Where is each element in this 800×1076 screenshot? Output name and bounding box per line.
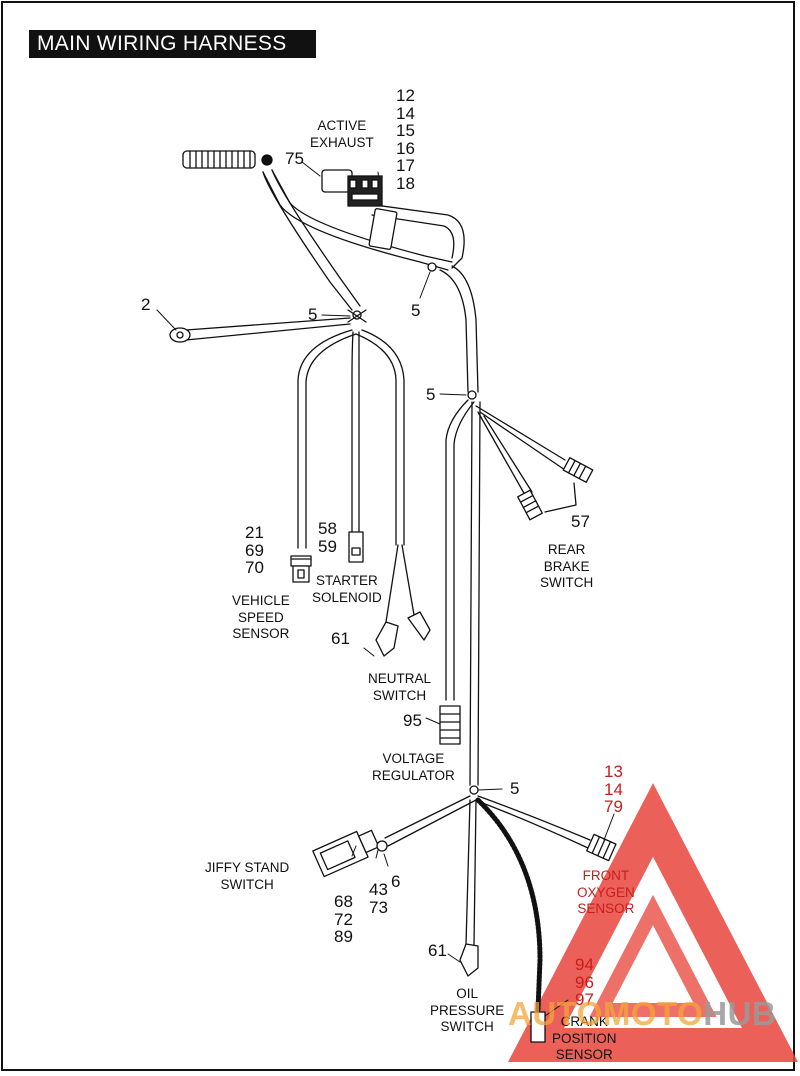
watermark-triangle (507, 783, 799, 1062)
callout-jiffy-parts-b: 43 73 (369, 880, 388, 917)
callout-front-o2-parts: 13 14 79 (604, 762, 623, 816)
branch-vss (297, 329, 353, 549)
rear-brake-connector-a (562, 457, 594, 483)
callout-jiffy-part-c: 6 (391, 872, 401, 891)
label-jiffy-stand-switch: JIFFY STAND SWITCH (205, 860, 290, 892)
label-vehicle-speed-sensor: VEHICLE SPEED SENSOR (232, 593, 290, 641)
ground-wire (185, 317, 351, 331)
label-front-oxygen-sensor: FRONT OXYGEN SENSOR (577, 868, 635, 916)
title-banner: MAIN WIRING HARNESS (29, 30, 316, 58)
callout-crank-parts: 94 96 97 (575, 955, 594, 1009)
branch-neutral (355, 333, 397, 546)
clip-upper-right (427, 262, 437, 272)
branch-crank (475, 797, 543, 1013)
jiffy-connector (312, 829, 380, 878)
callout-active-exhaust-parts: 12 14 15 16 17 18 (396, 86, 415, 193)
branch-brake-b (477, 411, 526, 496)
branch-oil-pressure (465, 799, 471, 946)
clip-middle (467, 390, 477, 400)
trunk-right (439, 269, 469, 393)
callout-clip-upper-left: 5 (308, 305, 318, 324)
branch-voltage-reg (445, 399, 469, 701)
branch-jiffy (384, 795, 471, 839)
branch-brake-a (475, 405, 566, 461)
rear-brake-connector-b (517, 489, 543, 521)
branch-starter (351, 331, 354, 533)
callout-rear-brake-part: 57 (571, 512, 590, 531)
callout-ground-ring: 75 (285, 149, 304, 168)
callout-voltage-reg-part: 95 (403, 711, 422, 730)
label-voltage-regulator: VOLTAGE REGULATOR (372, 751, 455, 783)
callout-ring-terminal: 2 (141, 295, 151, 314)
clip-lower (469, 785, 479, 795)
voltage-reg-connector (439, 705, 461, 745)
label-crank-position-sensor: CRANK POSITION SENSOR (552, 1014, 617, 1062)
harness-top-end (182, 150, 273, 169)
label-neutral-switch: NEUTRAL SWITCH (368, 671, 432, 703)
callout-clip-middle: 5 (426, 385, 436, 404)
starter-connector (348, 531, 364, 563)
callout-clip-upper-right: 5 (411, 301, 421, 320)
neutral-boot-a (375, 621, 399, 657)
crank-connector (530, 1011, 546, 1043)
front-o2-connector (586, 833, 617, 862)
watermark-logo: AUTOMOTOHUB (508, 995, 777, 1032)
page-title: MAIN WIRING HARNESS (37, 32, 287, 55)
active-exhaust-connector (321, 169, 383, 207)
trunk-lower (469, 401, 473, 786)
callout-neutral-part: 61 (331, 629, 350, 648)
leader-lines (156, 161, 615, 1017)
label-starter-solenoid: STARTER SOLENOID (312, 573, 382, 605)
label-rear-brake-switch: REAR BRAKE SWITCH (540, 542, 594, 590)
trunk-upper (262, 171, 449, 271)
branch-left (262, 171, 353, 311)
callout-starter-parts: 58 59 (318, 519, 337, 556)
label-oil-pressure-switch: OIL PRESSURE SWITCH (430, 986, 505, 1034)
callout-jiffy-parts-a: 68 72 89 (334, 892, 353, 946)
callout-oil-pressure-part: 61 (428, 941, 447, 960)
branch-front-o2 (477, 795, 591, 841)
label-active-exhaust: ACTIVE EXHAUST (310, 118, 374, 150)
neutral-boot-b (407, 611, 431, 641)
callout-clip-lower: 5 (510, 779, 520, 798)
vss-connector (290, 555, 312, 583)
callout-vehicle-speed-parts: 21 69 70 (245, 523, 264, 577)
exhaust-branch (374, 204, 465, 269)
oil-pressure-boot (459, 943, 479, 977)
